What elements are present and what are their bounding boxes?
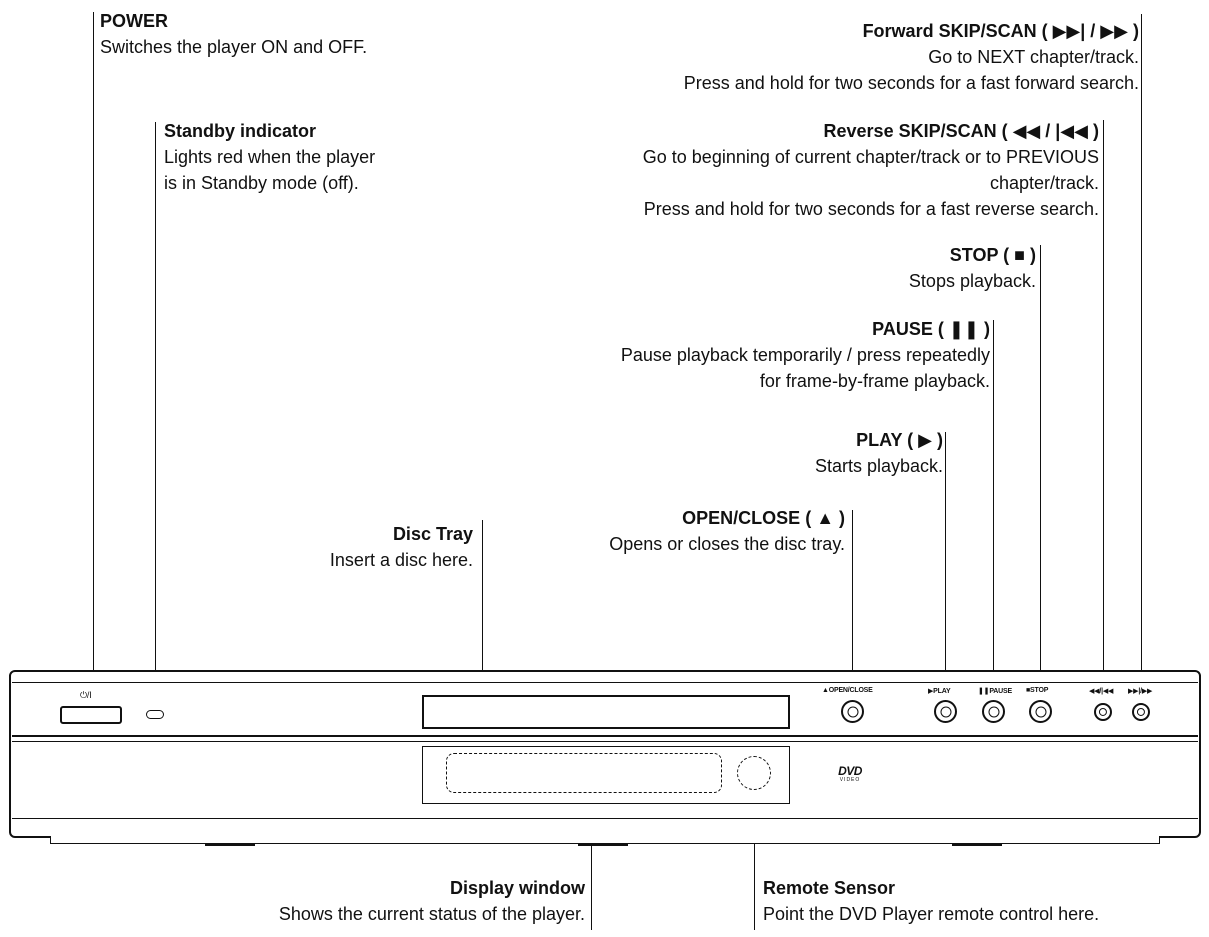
standby-leader xyxy=(155,122,157,687)
pause-button-label: ❚❚PAUSE xyxy=(978,688,1012,695)
play-button-label: ▶PLAY xyxy=(928,688,951,695)
reverse-desc-1: Go to beginning of current chapter/track… xyxy=(642,147,1099,167)
display-window-leader xyxy=(591,770,593,930)
pause-callout: PAUSE ( ❚❚ ) Pause playback temporarily … xyxy=(621,316,990,394)
forward-leader xyxy=(1141,14,1143,699)
remote-sensor-title: Remote Sensor xyxy=(763,878,896,898)
display-window-desc: Shows the current status of the player. xyxy=(278,904,585,924)
pause-title: PAUSE ( ❚❚ ) xyxy=(872,319,990,339)
disc-tray-desc: Insert a disc here. xyxy=(329,550,473,570)
display-window-callout: Display window Shows the current status … xyxy=(279,875,585,927)
play-callout: PLAY ( ▶ ) Starts playback. xyxy=(815,427,943,479)
power-leader xyxy=(93,12,95,712)
reverse-title: Reverse SKIP/SCAN ( ◀◀ / |◀◀ ) xyxy=(823,121,1099,141)
play-desc: Starts playback. xyxy=(814,456,943,476)
reverse-callout: Reverse SKIP/SCAN ( ◀◀ / |◀◀ ) Go to beg… xyxy=(643,118,1099,222)
standby-title: Standby indicator xyxy=(164,121,317,141)
disc-tray-title: Disc Tray xyxy=(392,524,473,544)
foot-right xyxy=(952,843,1002,846)
reverse-skip-button[interactable] xyxy=(1094,703,1112,721)
foot-left xyxy=(205,843,255,846)
open-close-button-label: ▲OPEN/CLOSE xyxy=(822,687,873,694)
display-window xyxy=(446,753,722,793)
standby-desc-1: Lights red when the player xyxy=(164,147,376,167)
standby-callout: Standby indicator Lights red when the pl… xyxy=(164,118,375,196)
reverse-desc-3: Press and hold for two seconds for a fas… xyxy=(643,199,1099,219)
remote-sensor-desc: Point the DVD Player remote control here… xyxy=(763,904,1100,924)
standby-indicator-led xyxy=(146,710,164,719)
remote-sensor-callout: Remote Sensor Point the DVD Player remot… xyxy=(763,875,1099,927)
open-close-button[interactable] xyxy=(841,700,864,723)
foot-middle xyxy=(578,843,628,846)
reverse-button-label: ◀◀/|◀◀ xyxy=(1089,688,1114,695)
top-panel-line xyxy=(12,682,1198,683)
disc-tray-leader xyxy=(482,520,484,712)
display-window-title: Display window xyxy=(449,878,585,898)
remote-sensor-leader xyxy=(754,770,756,930)
play-leader xyxy=(945,432,947,700)
stop-button[interactable] xyxy=(1029,700,1052,723)
forward-desc-1: Go to NEXT chapter/track. xyxy=(928,47,1139,67)
panel-divider xyxy=(12,735,1198,737)
disc-tray-callout: Disc Tray Insert a disc here. xyxy=(330,521,473,573)
play-button[interactable] xyxy=(934,700,957,723)
dvd-logo-text: DVD xyxy=(838,764,862,778)
power-symbol-label: ⏻/I xyxy=(80,690,92,700)
reverse-leader xyxy=(1103,120,1105,705)
play-title: PLAY ( ▶ ) xyxy=(856,430,943,450)
pause-desc-1: Pause playback temporarily / press repea… xyxy=(620,345,990,365)
forward-button-label: ▶▶|/▶▶ xyxy=(1128,688,1153,695)
stop-desc: Stops playback. xyxy=(908,271,1036,291)
open-close-title: OPEN/CLOSE ( ▲ ) xyxy=(682,508,845,528)
disc-tray[interactable] xyxy=(422,695,790,729)
remote-sensor xyxy=(737,756,771,790)
display-window-frame xyxy=(422,746,790,804)
stop-leader xyxy=(1040,245,1042,700)
stop-button-label: ■STOP xyxy=(1026,687,1049,694)
pause-leader xyxy=(993,320,995,700)
forward-title: Forward SKIP/SCAN ( ▶▶| / ▶▶ ) xyxy=(862,21,1139,41)
stop-title: STOP ( ■ ) xyxy=(949,245,1036,265)
stop-callout: STOP ( ■ ) Stops playback. xyxy=(909,242,1036,294)
power-button[interactable] xyxy=(60,706,122,724)
open-close-leader xyxy=(852,510,854,700)
pause-button[interactable] xyxy=(982,700,1005,723)
dvd-logo-subtext: VIDEO xyxy=(839,777,861,783)
open-close-desc: Opens or closes the disc tray. xyxy=(609,534,845,554)
forward-desc-2: Press and hold for two seconds for a fas… xyxy=(683,73,1139,93)
dvd-logo: DVD VIDEO xyxy=(830,765,870,783)
forward-skip-button[interactable] xyxy=(1132,703,1150,721)
power-title: POWER xyxy=(100,11,169,31)
bottom-panel-line xyxy=(12,818,1198,819)
standby-desc-2: is in Standby mode (off). xyxy=(164,173,359,193)
reverse-desc-2: chapter/track. xyxy=(989,173,1099,193)
power-desc: Switches the player ON and OFF. xyxy=(100,37,368,57)
open-close-callout: OPEN/CLOSE ( ▲ ) Opens or closes the dis… xyxy=(609,505,845,557)
power-callout: POWER Switches the player ON and OFF. xyxy=(100,8,367,60)
forward-callout: Forward SKIP/SCAN ( ▶▶| / ▶▶ ) Go to NEX… xyxy=(684,18,1139,96)
panel-divider-2 xyxy=(12,741,1198,742)
pause-desc-2: for frame-by-frame playback. xyxy=(759,371,990,391)
